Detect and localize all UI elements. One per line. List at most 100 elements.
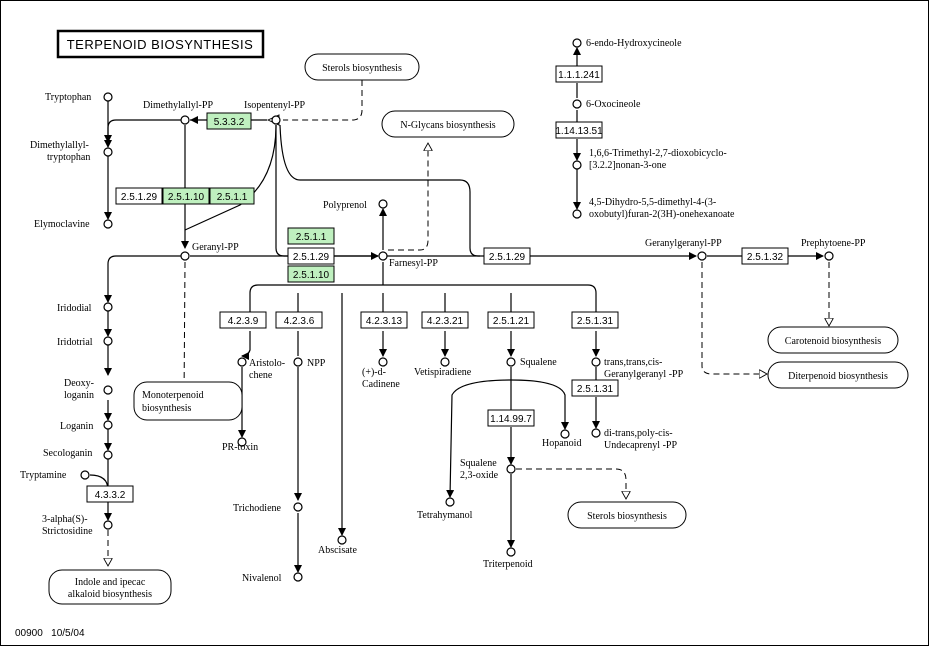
label-farnesyl-pp: Farnesyl-PP	[389, 258, 438, 269]
node-trichodiene[interactable]	[293, 502, 303, 512]
label-squalene: Squalene	[520, 357, 557, 368]
label-dimethylallyl-tryptophan-2: tryptophan	[47, 152, 90, 163]
enzyme-1.14.99.7[interactable]: 1.14.99.7	[487, 409, 535, 427]
label-trimethyl-1: 1,6,6-Trimethyl-2,7-dioxobicyclo-	[589, 148, 727, 159]
map-monoterpenoid[interactable]: Monoterpenoid biosynthesis	[133, 381, 243, 421]
label-pr-toxin: PR-toxin	[222, 442, 258, 453]
enzyme-5.3.3.2[interactable]: 5.3.3.2	[206, 112, 252, 130]
label-undecaprenyl-1: di-trans,poly-cis-	[604, 428, 673, 439]
enzyme-2.5.1.31-a[interactable]: 2.5.1.31	[571, 311, 619, 329]
node-polyprenol[interactable]	[378, 199, 388, 209]
node-vetispiradiene[interactable]	[440, 357, 450, 367]
map-diterpenoid[interactable]: Diterpenoid biosynthesis	[767, 361, 909, 389]
node-endo-hydroxycineole[interactable]	[572, 38, 582, 48]
label-endo-hydroxycineole: 6-endo-Hydroxycineole	[586, 38, 682, 49]
node-geranyl-pp[interactable]	[180, 251, 190, 261]
node-triterpenoid[interactable]	[506, 547, 516, 557]
node-undecaprenyl[interactable]	[591, 428, 601, 438]
label-dihydro-2: oxobutyl)furan-2(3H)-onehexanoate	[589, 209, 735, 220]
node-dimethylallyl-pp[interactable]	[180, 115, 190, 125]
node-squalene-oxide[interactable]	[506, 464, 516, 474]
node-ttc-ggpp[interactable]	[591, 357, 601, 367]
node-tetrahymanol[interactable]	[445, 497, 455, 507]
svg-text:alkaloid biosynthesis: alkaloid biosynthesis	[68, 589, 152, 600]
enzyme-2.5.1.1-b[interactable]: 2.5.1.1	[287, 227, 335, 245]
node-dihydro[interactable]	[572, 209, 582, 219]
map-sterols-top[interactable]: Sterols biosynthesis	[304, 53, 420, 81]
enzyme-1.14.13.51[interactable]: 1.14.13.51	[555, 121, 603, 139]
node-aristolochene[interactable]	[237, 357, 247, 367]
node-deoxyloganin[interactable]	[103, 385, 113, 395]
enzyme-2.5.1.10-a[interactable]: 2.5.1.10	[162, 187, 210, 205]
enzyme-2.5.1.32[interactable]: 2.5.1.32	[741, 247, 789, 265]
label-geranylgeranyl-pp: Geranylgeranyl-PP	[645, 238, 722, 249]
node-hopanoid[interactable]	[560, 429, 570, 439]
svg-text:4.2.3.21: 4.2.3.21	[427, 316, 464, 327]
enzyme-2.5.1.29-c[interactable]: 2.5.1.29	[483, 247, 531, 265]
map-carotenoid[interactable]: Carotenoid biosynthesis	[767, 326, 899, 354]
node-loganin[interactable]	[103, 420, 113, 430]
label-tryptophan: Tryptophan	[45, 92, 91, 103]
svg-text:2.5.1.29: 2.5.1.29	[121, 192, 158, 203]
svg-text:1.1.1.241: 1.1.1.241	[558, 70, 600, 81]
svg-text:4.2.3.13: 4.2.3.13	[366, 316, 403, 327]
node-abscisate[interactable]	[337, 535, 347, 545]
node-tryptamine[interactable]	[80, 470, 90, 480]
node-npp[interactable]	[293, 357, 303, 367]
node-iridodial[interactable]	[103, 302, 113, 312]
label-tetrahymanol: Tetrahymanol	[417, 510, 473, 521]
node-tryptophan[interactable]	[103, 92, 113, 102]
label-cadinene-2: Cadinene	[362, 379, 400, 390]
node-elymoclavine[interactable]	[103, 219, 113, 229]
node-iridotrial[interactable]	[103, 336, 113, 346]
label-isopentenyl-pp: Isopentenyl-PP	[244, 100, 306, 111]
node-cadinene[interactable]	[378, 357, 388, 367]
svg-text:2.5.1.1: 2.5.1.1	[296, 232, 327, 243]
node-farnesyl-pp[interactable]	[378, 251, 388, 261]
enzyme-1.1.1.241[interactable]: 1.1.1.241	[555, 65, 603, 83]
svg-text:2.5.1.32: 2.5.1.32	[747, 252, 784, 263]
node-geranylgeranyl-pp[interactable]	[697, 251, 707, 261]
node-nivalenol[interactable]	[293, 572, 303, 582]
enzyme-2.5.1.21[interactable]: 2.5.1.21	[487, 311, 535, 329]
label-dimethylallyl-pp: Dimethylallyl-PP	[143, 100, 213, 111]
svg-text:2.5.1.29: 2.5.1.29	[293, 252, 330, 263]
node-trimethyl[interactable]	[572, 160, 582, 170]
enzyme-2.5.1.29-b[interactable]: 2.5.1.29	[287, 247, 335, 265]
node-isopentenyl-pp[interactable]	[271, 115, 281, 125]
enzyme-2.5.1.10-b[interactable]: 2.5.1.10	[287, 265, 335, 283]
enzyme-2.5.1.1-a[interactable]: 2.5.1.1	[209, 187, 255, 205]
enzyme-4.3.3.2[interactable]: 4.3.3.2	[86, 485, 134, 503]
map-indole[interactable]: Indole and ipecac alkaloid biosynthesis	[48, 569, 172, 605]
label-squalene-oxide-2: 2,3-oxide	[460, 470, 499, 481]
map-sterols-bottom[interactable]: Sterols biosynthesis	[567, 501, 687, 529]
node-strictosidine[interactable]	[103, 520, 113, 530]
label-nivalenol: Nivalenol	[242, 573, 282, 584]
enzyme-2.5.1.29-a[interactable]: 2.5.1.29	[115, 187, 163, 205]
svg-text:Sterols biosynthesis: Sterols biosynthesis	[322, 63, 402, 74]
enzyme-4.2.3.6[interactable]: 4.2.3.6	[275, 311, 323, 329]
enzyme-2.5.1.31-b[interactable]: 2.5.1.31	[571, 379, 619, 397]
label-hopanoid: Hopanoid	[542, 438, 581, 449]
label-dihydro-1: 4,5-Dihydro-5,5-dimethyl-4-(3-	[589, 197, 716, 208]
map-nglycans[interactable]: N-Glycans biosynthesis	[381, 110, 515, 138]
node-secologanin[interactable]	[103, 450, 113, 460]
label-strictosidine-2: Strictosidine	[42, 526, 93, 537]
label-ttc-ggpp-1: trans,trans,cis-	[604, 357, 662, 368]
node-prephytoene-pp[interactable]	[824, 251, 834, 261]
title-frame	[56, 29, 265, 59]
node-pr-toxin[interactable]	[237, 437, 247, 447]
svg-text:2.5.1.29: 2.5.1.29	[489, 252, 526, 263]
enzyme-4.2.3.9[interactable]: 4.2.3.9	[219, 311, 267, 329]
label-npp: NPP	[307, 358, 326, 369]
svg-text:Diterpenoid biosynthesis: Diterpenoid biosynthesis	[788, 371, 888, 382]
node-dimethylallyl-tryptophan[interactable]	[103, 147, 113, 157]
node-oxocineole[interactable]	[572, 99, 582, 109]
label-triterpenoid: Triterpenoid	[483, 559, 533, 570]
node-squalene[interactable]	[506, 357, 516, 367]
enzyme-4.2.3.13[interactable]: 4.2.3.13	[360, 311, 408, 329]
label-undecaprenyl-2: Undecaprenyl -PP	[604, 440, 677, 451]
label-prephytoene-pp: Prephytoene-PP	[801, 238, 866, 249]
label-iridodial: Iridodial	[57, 303, 92, 314]
enzyme-4.2.3.21[interactable]: 4.2.3.21	[421, 311, 469, 329]
